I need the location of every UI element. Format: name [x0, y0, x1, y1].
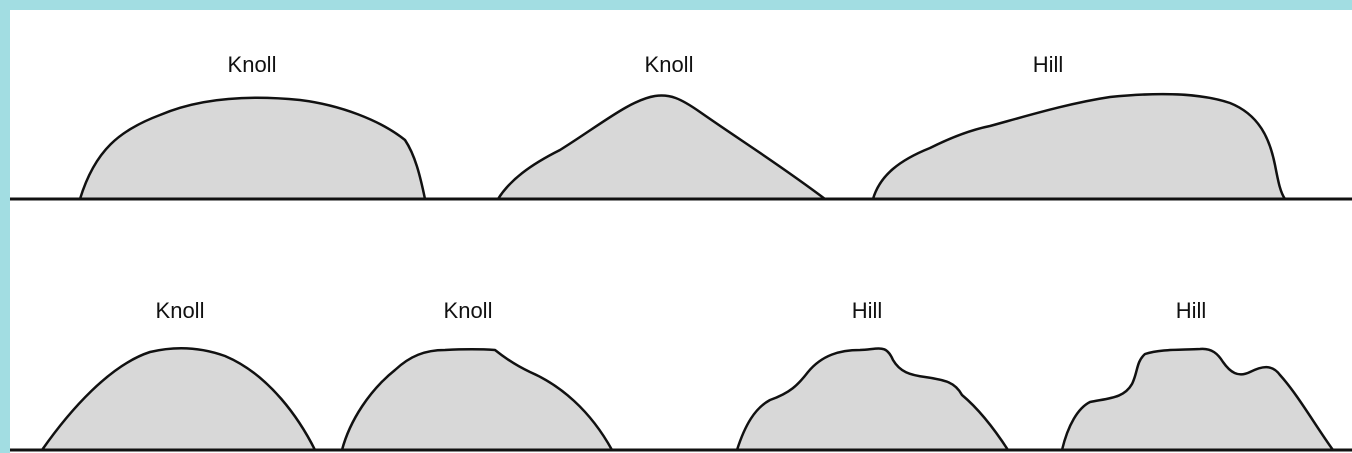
landform-label: Knoll — [444, 298, 493, 323]
knoll-shape-symmetric — [40, 346, 317, 452]
hill-shape-irregular — [735, 347, 1010, 452]
landform-label: Knoll — [156, 298, 205, 323]
knoll-shape-rounded — [78, 96, 427, 201]
landform-label: Hill — [1176, 298, 1207, 323]
top-row: Knoll Knoll Hill — [10, 52, 1352, 201]
landform-label: Hill — [1033, 52, 1064, 77]
knoll-shape-shouldered — [340, 348, 614, 452]
landform-label: Knoll — [645, 52, 694, 77]
bottom-row: Knoll Knoll Hill Hill — [10, 298, 1352, 452]
landform-label: Knoll — [228, 52, 277, 77]
hill-shape-craggy — [1060, 347, 1335, 452]
hill-shape-long — [871, 92, 1287, 201]
knoll-shape-peaked — [496, 94, 827, 201]
landform-label: Hill — [852, 298, 883, 323]
